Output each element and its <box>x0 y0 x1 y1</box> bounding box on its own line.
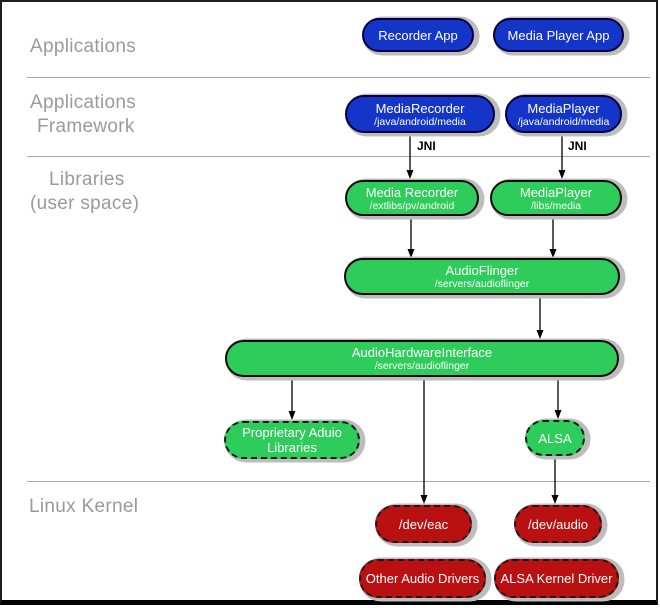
node-recorder-app-label: Recorder App <box>378 27 458 43</box>
arrow-ahi-to-alsa <box>554 377 562 419</box>
node-audioflinger-title: AudioFlinger <box>445 263 519 278</box>
node-alsa-label: ALSA <box>538 430 572 446</box>
arrow-mediaplayer-lib-to-audioflinger <box>549 216 557 258</box>
node-mediaplayer-framework: MediaPlayer /java/android/media <box>505 95 622 133</box>
node-media-recorder-library: Media Recorder /extlibs/pv/android <box>345 180 479 216</box>
node-dev-audio: /dev/audio <box>514 505 602 543</box>
layer-label-linux-kernel: Linux Kernel <box>29 496 139 517</box>
layer-label-libraries: Libraries (user space) <box>30 168 139 216</box>
node-mediarecorder-framework-path: /java/android/media <box>374 115 466 128</box>
node-media-recorder-library-title: Media Recorder <box>365 184 459 200</box>
node-alsa: ALSA <box>525 420 585 456</box>
node-recorder-app: Recorder App <box>362 18 474 52</box>
node-mediaplayer-framework-path: /java/android/media <box>517 115 610 128</box>
jni-label-left: JNI <box>417 139 436 153</box>
node-proprietary-audio-libraries: Proprietary Aduio Libraries <box>224 421 360 459</box>
arrow-alsa-to-dev-audio <box>551 455 559 504</box>
node-audiohardwareinterface: AudioHardwareInterface /servers/audiofli… <box>225 340 619 377</box>
node-mediaplayer-library-title: MediaPlayer <box>519 184 593 200</box>
node-audiohardwareinterface-title: AudioHardwareInterface <box>351 345 493 360</box>
divider-applications-framework <box>27 77 650 78</box>
divider-libraries-kernel <box>27 481 650 482</box>
arrow-mediarecorder-lib-to-audioflinger <box>407 216 415 258</box>
node-media-player-app-label: Media Player App <box>507 27 610 43</box>
node-audioflinger-path: /servers/audioflinger <box>434 278 530 290</box>
node-dev-audio-label: /dev/audio <box>528 516 588 532</box>
node-alsa-kernel-driver-label: ALSA Kernel Driver <box>500 571 613 586</box>
node-other-audio-drivers-label: Other Audio Drivers <box>365 571 480 586</box>
layer-label-applications-framework-line1: Applications <box>30 92 137 113</box>
node-proprietary-audio-libraries-label: Proprietary Aduio Libraries <box>242 425 342 455</box>
node-alsa-kernel-driver: ALSA Kernel Driver <box>494 559 619 598</box>
node-mediarecorder-framework-title: MediaRecorder <box>375 100 465 116</box>
node-mediaplayer-framework-title: MediaPlayer <box>527 100 600 116</box>
node-dev-eac-label: /dev/eac <box>398 516 449 532</box>
node-media-player-app: Media Player App <box>493 18 624 52</box>
layer-label-libraries-line2: (user space) <box>30 193 140 214</box>
arrow-ahi-to-dev-eac <box>420 377 428 504</box>
layer-label-applications-framework: Applications Framework <box>30 91 136 139</box>
layer-label-libraries-line1: Libraries <box>49 169 125 190</box>
node-dev-eac: /dev/eac <box>375 505 472 543</box>
jni-label-right: JNI <box>568 139 587 153</box>
node-mediaplayer-library: MediaPlayer /libs/media <box>490 180 622 216</box>
layer-label-applications: Applications <box>30 36 137 57</box>
arrow-audioflinger-to-audiohardwareinterface <box>536 295 544 339</box>
arrow-ahi-to-proprietary-libraries <box>288 377 296 420</box>
divider-framework-libraries <box>27 156 650 157</box>
node-mediarecorder-framework: MediaRecorder /java/android/media <box>345 95 495 133</box>
layer-label-applications-framework-line2: Framework <box>37 116 135 137</box>
node-mediaplayer-library-path: /libs/media <box>530 199 582 212</box>
node-audioflinger: AudioFlinger /servers/audioflinger <box>344 258 620 295</box>
node-other-audio-drivers: Other Audio Drivers <box>359 559 486 598</box>
node-media-recorder-library-path: /extlibs/pv/android <box>369 199 455 212</box>
node-audiohardwareinterface-path: /servers/audioflinger <box>374 360 470 372</box>
